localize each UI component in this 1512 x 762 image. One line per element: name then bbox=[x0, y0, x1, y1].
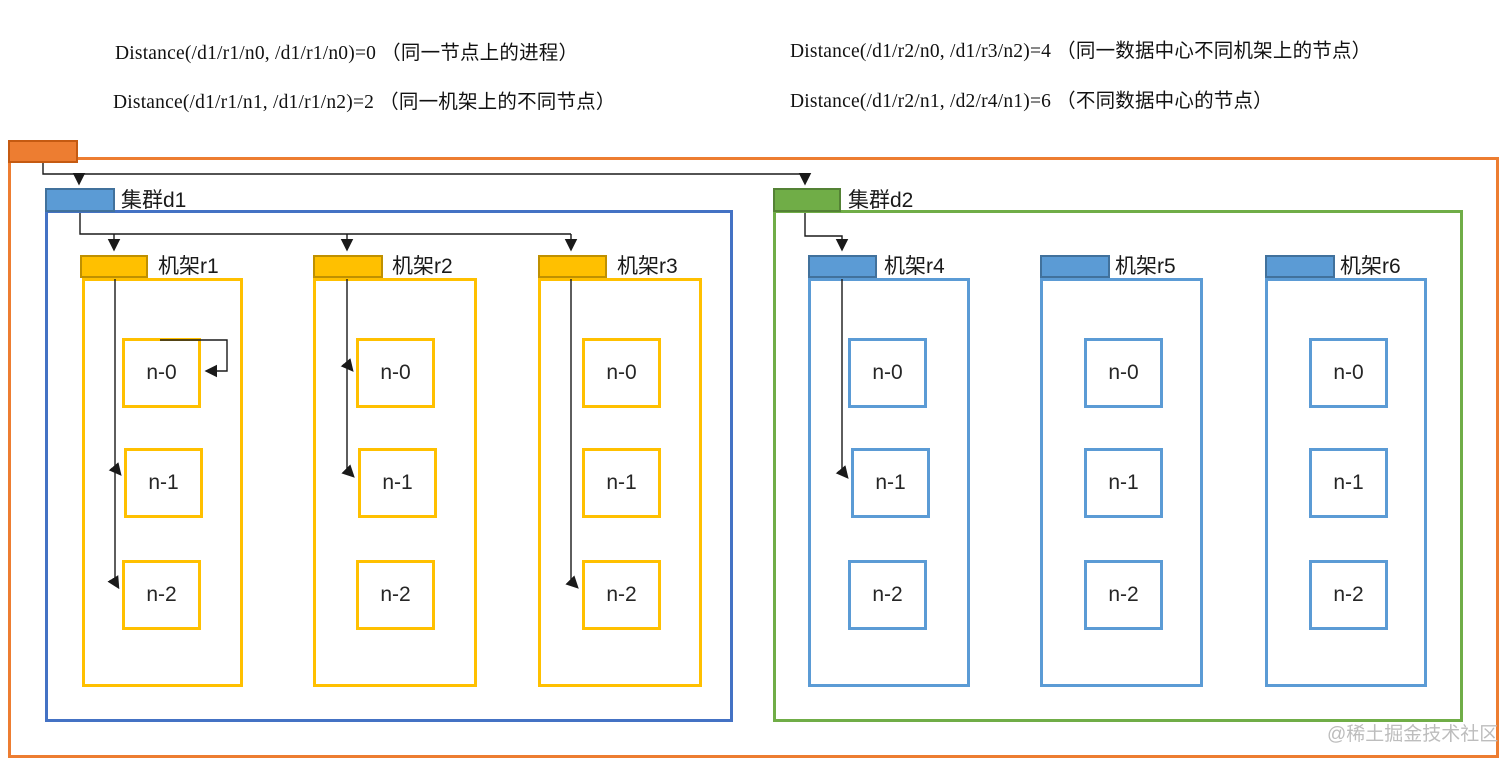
distance-formula-3: Distance(/d1/r2/n1, /d2/r4/n1)=6 （不同数据中心… bbox=[790, 91, 1273, 112]
rack-r1-box bbox=[82, 278, 243, 687]
node-r5-n1: n-1 bbox=[1084, 448, 1163, 518]
cluster-d1-label: 集群d1 bbox=[121, 189, 187, 212]
rack-r6-label: 机架r6 bbox=[1340, 255, 1401, 278]
node-r4-n2: n-2 bbox=[848, 560, 927, 630]
distance-formula-1: Distance(/d1/r1/n1, /d1/r1/n2)=2 （同一机架上的… bbox=[113, 92, 616, 113]
node-r3-n0: n-0 bbox=[582, 338, 661, 408]
rack-r6-tab bbox=[1265, 255, 1335, 278]
node-r3-n2: n-2 bbox=[582, 560, 661, 630]
node-r2-n1: n-1 bbox=[358, 448, 437, 518]
root-boundary-box bbox=[8, 157, 1499, 758]
node-r2-n2: n-2 bbox=[356, 560, 435, 630]
root-tab bbox=[8, 140, 78, 163]
rack-r3-tab bbox=[538, 255, 607, 278]
distance-formula-2: Distance(/d1/r2/n0, /d1/r3/n2)=4 （同一数据中心… bbox=[790, 41, 1372, 62]
rack-r4-box bbox=[808, 278, 970, 687]
rack-r3-box bbox=[538, 278, 702, 687]
rack-r4-tab bbox=[808, 255, 877, 278]
rack-r4-label: 机架r4 bbox=[884, 255, 945, 278]
node-r1-n1: n-1 bbox=[124, 448, 203, 518]
node-r1-n2: n-2 bbox=[122, 560, 201, 630]
rack-r5-label: 机架r5 bbox=[1115, 255, 1176, 278]
node-r6-n1: n-1 bbox=[1309, 448, 1388, 518]
rack-r2-box bbox=[313, 278, 477, 687]
distance-formula-0: Distance(/d1/r1/n0, /d1/r1/n0)=0 （同一节点上的… bbox=[115, 43, 579, 64]
rack-r1-label: 机架r1 bbox=[158, 255, 219, 278]
rack-r5-box bbox=[1040, 278, 1203, 687]
node-r3-n1: n-1 bbox=[582, 448, 661, 518]
rack-r2-tab bbox=[313, 255, 383, 278]
node-r6-n0: n-0 bbox=[1309, 338, 1388, 408]
watermark: @稀土掘金技术社区 bbox=[1327, 724, 1499, 745]
cluster-d2-label: 集群d2 bbox=[848, 189, 914, 212]
rack-r1-tab bbox=[80, 255, 148, 278]
node-r1-n0: n-0 bbox=[122, 338, 201, 408]
node-r5-n2: n-2 bbox=[1084, 560, 1163, 630]
rack-r5-tab bbox=[1040, 255, 1110, 278]
rack-r6-box bbox=[1265, 278, 1427, 687]
node-r2-n0: n-0 bbox=[356, 338, 435, 408]
cluster-d2-box bbox=[773, 210, 1463, 722]
rack-r2-label: 机架r2 bbox=[392, 255, 453, 278]
node-r5-n0: n-0 bbox=[1084, 338, 1163, 408]
cluster-d1-tab bbox=[45, 188, 115, 212]
node-r6-n2: n-2 bbox=[1309, 560, 1388, 630]
cluster-d1-box bbox=[45, 210, 733, 722]
node-r4-n0: n-0 bbox=[848, 338, 927, 408]
rack-r3-label: 机架r3 bbox=[617, 255, 678, 278]
cluster-d2-tab bbox=[773, 188, 841, 212]
node-r4-n1: n-1 bbox=[851, 448, 930, 518]
